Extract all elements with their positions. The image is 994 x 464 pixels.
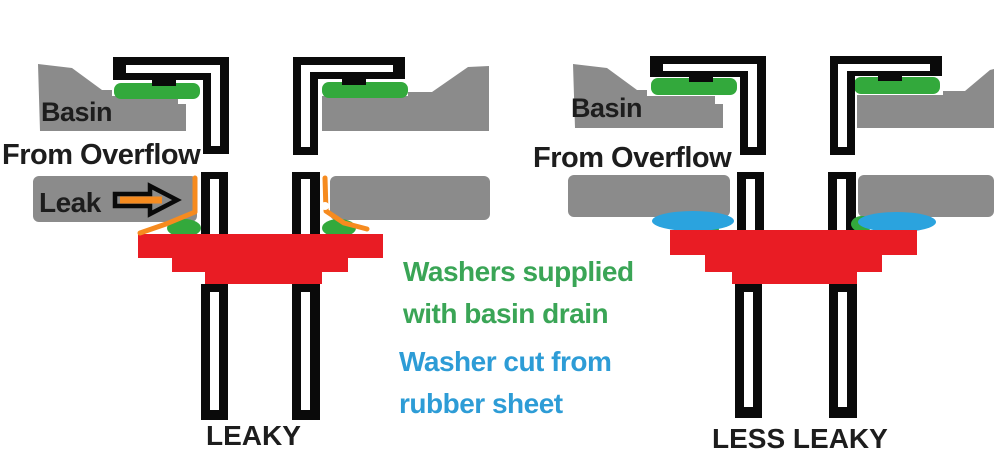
tailpipe-upper-left-slot: [210, 179, 219, 236]
rubber-washer-left: [652, 211, 734, 231]
leaky-diagram: [33, 57, 490, 420]
leak-label: Leak: [39, 187, 101, 218]
flange-clamp-tab-right: [342, 77, 366, 85]
legend-blue-washer-line1: Washer cut from: [399, 346, 612, 377]
flange-clamp-tab-left: [689, 74, 713, 82]
green-washer-top-right: [854, 77, 940, 94]
leak-arrow-icon: [112, 182, 182, 218]
basin-label-right: Basin: [571, 93, 643, 123]
flange-clamp-tab-left: [152, 78, 176, 86]
legend-blue-washer-line2: rubber sheet: [399, 388, 563, 419]
leak-path-left: [137, 175, 198, 236]
overflow-pipe-right: [330, 176, 490, 220]
tailpipe-lower-left-slot: [744, 292, 753, 407]
leak-drip-dot: [321, 202, 329, 210]
backnut: [670, 230, 917, 284]
less-leaky-diagram: [568, 56, 994, 418]
green-washer-bottom-left: [167, 219, 201, 237]
flange-clamp-tab-right: [878, 73, 902, 81]
tailpipe-lower-right-slot: [301, 292, 310, 410]
leak-path-right: [322, 175, 370, 232]
tailpipe-upper-left-slot: [746, 179, 755, 232]
less-leaky-caption: LESS LEAKY: [712, 423, 888, 454]
basin-ceramic-right: [322, 66, 489, 131]
green-washer-top-right: [322, 82, 408, 98]
from-overflow-label-left: From Overflow: [2, 139, 201, 171]
from-overflow-label-right: From Overflow: [533, 142, 732, 174]
tailpipe-lower-left-slot: [210, 292, 219, 410]
backnut: [138, 234, 383, 284]
basin-ceramic-right: [857, 69, 994, 128]
legend-green-washers-line1: Washers supplied: [403, 256, 634, 287]
tailpipe-upper-right-slot: [837, 179, 846, 232]
basin-ceramic-left: [38, 64, 186, 131]
basin-ceramic-left: [573, 64, 723, 128]
green-washer-top-left: [651, 78, 737, 95]
tailpipe-lower-right-slot: [838, 292, 847, 407]
overflow-pipe-right: [858, 175, 994, 217]
overflow-pipe-left: [568, 175, 730, 217]
green-washer-top-left: [114, 83, 200, 99]
tailpipe-upper-right-slot: [301, 179, 310, 236]
legend-green-washers-line2: with basin drain: [403, 298, 609, 329]
rubber-washer-right: [858, 212, 936, 232]
basin-label-left: Basin: [41, 97, 113, 127]
leaky-caption: LEAKY: [206, 420, 301, 451]
